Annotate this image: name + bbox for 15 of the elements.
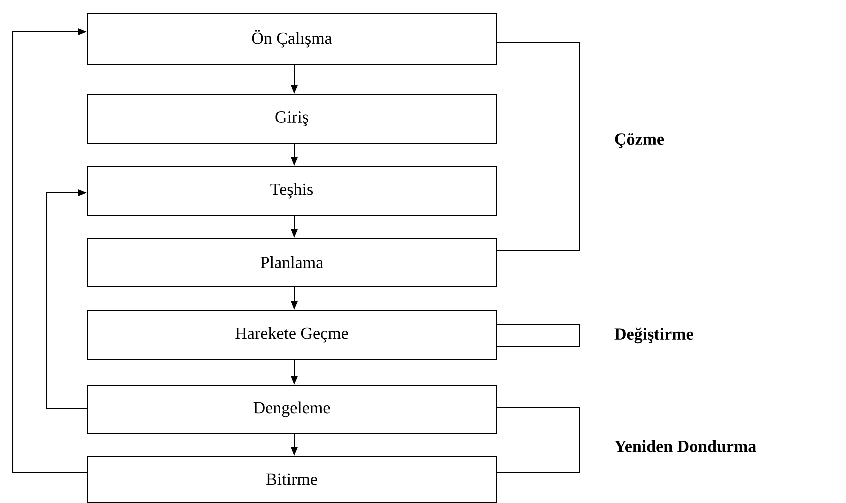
bracket-line <box>496 324 580 348</box>
edge-label: Çözme <box>615 134 664 148</box>
feedback-arrow <box>46 189 88 410</box>
process-box: Dengeleme <box>87 385 497 434</box>
process-box: Bitirme <box>87 456 497 503</box>
process-box: Planlama <box>87 238 497 287</box>
process-box: Harekete Geçme <box>87 310 497 360</box>
edge-label: Değiştirme <box>614 328 694 344</box>
bracket-line <box>496 42 580 252</box>
process-box: Giriş <box>87 94 497 144</box>
process-box: Teşhis <box>87 166 497 216</box>
process-box: Ön Çalışma <box>87 13 497 65</box>
feedback-arrow <box>12 28 88 474</box>
edge-label: Yeniden Dondurma <box>614 440 756 452</box>
bracket-line <box>496 408 580 474</box>
